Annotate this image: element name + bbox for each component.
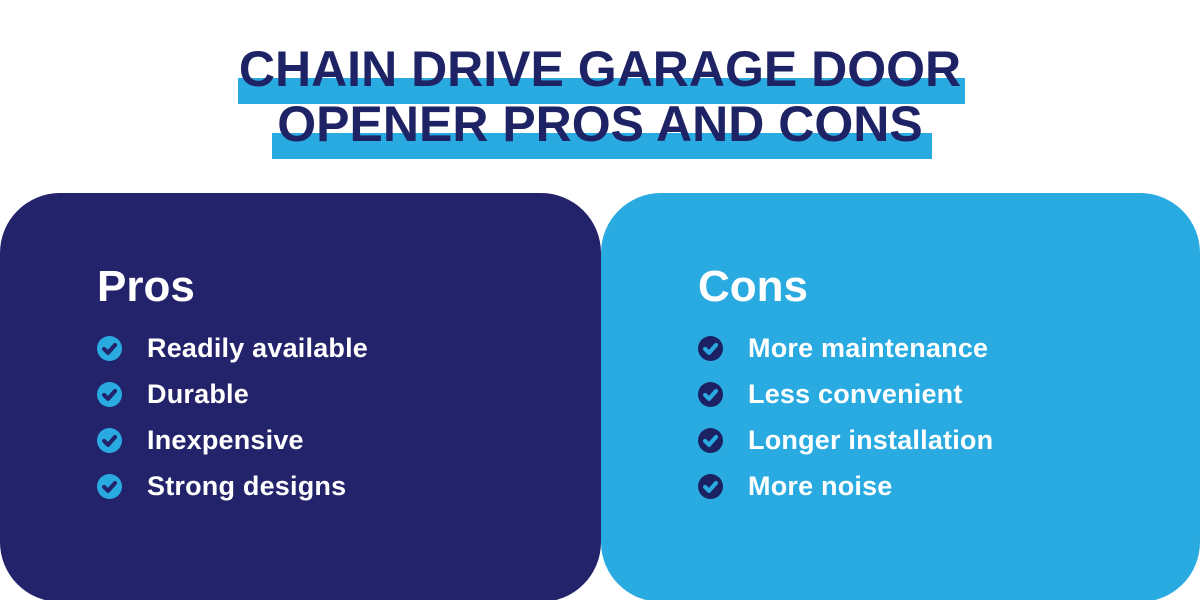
check-circle-icon (698, 335, 723, 361)
check-circle-icon (698, 473, 723, 499)
pros-list: Readily available Durable Inexpensive St… (97, 325, 581, 509)
pros-heading: Pros (97, 262, 195, 311)
list-item: Less convenient (698, 371, 1180, 417)
list-item: More maintenance (698, 325, 1180, 371)
list-item-label: Less convenient (748, 378, 963, 409)
list-item: More noise (698, 463, 1180, 509)
check-circle-icon (698, 381, 723, 407)
title-line-1: CHAIN DRIVE GARAGE DOOR (238, 41, 962, 97)
check-circle-icon (97, 473, 122, 499)
check-circle-icon (698, 427, 723, 453)
cons-card: Cons More maintenance Less convenient Lo… (601, 193, 1200, 600)
list-item: Readily available (97, 325, 581, 371)
title-section: CHAIN DRIVE GARAGE DOOR OPENER PROS AND … (0, 0, 1200, 193)
list-item-label: Readily available (147, 332, 369, 363)
check-circle-icon (97, 427, 122, 453)
list-item-label: Strong designs (147, 470, 347, 501)
cons-list: More maintenance Less convenient Longer … (698, 325, 1180, 509)
list-item-label: More noise (748, 470, 893, 501)
pros-card: Pros Readily available Durable Inexpensi… (0, 193, 601, 600)
page-title: CHAIN DRIVE GARAGE DOOR OPENER PROS AND … (0, 42, 1200, 152)
title-highlight-bar-1 (238, 78, 965, 104)
check-circle-icon (97, 381, 122, 407)
cons-heading: Cons (698, 262, 808, 311)
list-item-label: Inexpensive (147, 424, 304, 455)
list-item-label: Longer installation (748, 424, 994, 455)
title-highlight-bar-2 (272, 133, 932, 159)
list-item: Durable (97, 371, 581, 417)
title-line-2: OPENER PROS AND CONS (277, 96, 923, 152)
list-item-label: More maintenance (748, 332, 989, 363)
check-circle-icon (97, 335, 122, 361)
list-item: Longer installation (698, 417, 1180, 463)
list-item: Strong designs (97, 463, 581, 509)
list-item-label: Durable (147, 378, 249, 409)
list-item: Inexpensive (97, 417, 581, 463)
